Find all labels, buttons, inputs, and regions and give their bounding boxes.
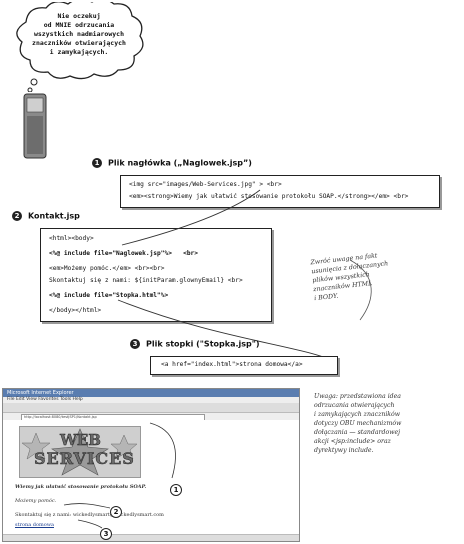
contact-file-heading: 2 Kontakt.jsp (12, 211, 80, 221)
cloud-shape (16, 2, 144, 92)
star-icon (21, 428, 138, 476)
callout-2: 2 (110, 501, 122, 520)
banner-word: WEB (60, 431, 101, 450)
contact-file-title: Kontakt.jsp (28, 211, 80, 221)
page-line: Możemy pomóc. (15, 498, 57, 504)
thought-bubble: Nie oczekuj od MNIE odrzucania wszystkic… (6, 2, 151, 92)
code-line: </body></html> (49, 307, 102, 314)
code-line: <img src="images/Web-Services.jpg" > <br… (129, 181, 282, 188)
browser-titlebar: Microsoft Internet Explorer (3, 389, 299, 397)
thought-line: od MNIE odrzucania (43, 21, 115, 29)
arrow-header-include (121, 189, 261, 246)
thought-line: Nie oczekuj (57, 12, 101, 20)
header-file-heading: 1 Plik nagłówka („Naglowek.jsp”) (92, 158, 252, 168)
note-line: i zamykających znaczników (314, 411, 401, 418)
browser-window: Microsoft Internet Explorer File Edit Vi… (2, 388, 300, 542)
page-line: Skontaktuj się z nami: wickedlysmart@wic… (15, 512, 164, 518)
note-line: odrzucania otwierających (314, 402, 395, 409)
thought-line: i zamykających. (49, 48, 109, 56)
footer-code-box: <a href="index.html">strona domowa</a> (150, 356, 338, 375)
note-line: Uwaga: przedstawiona idea (314, 393, 401, 400)
browser-toolbar (3, 403, 299, 413)
code-line: <a href="index.html">strona domowa</a> (161, 361, 303, 368)
device-illustration (23, 93, 47, 159)
include-mechanism-note: Uwaga: przedstawiona idea odrzucania otw… (314, 392, 454, 455)
callout-3: 3 (100, 523, 112, 542)
code-line: <%@ include file="Stopka.html"%> (49, 292, 169, 299)
thought-line: wszystkich nadmiarowych (33, 30, 124, 38)
note-line: dołączania — standardowej (314, 429, 401, 436)
header-code-box: <img src="images/Web-Services.jpg" > <br… (120, 175, 440, 208)
note-line: akcji <jsp:include> oraz (314, 438, 391, 445)
note-line: dyrektywy include. (314, 447, 374, 454)
footer-file-heading: 3 Plik stopki ("Stopka.jsp") (130, 339, 260, 349)
home-link[interactable]: strona domowa (15, 522, 54, 528)
step-number: 3 (130, 339, 140, 349)
code-line: <html><body> (49, 235, 94, 242)
browser-statusbar (3, 534, 299, 541)
header-file-title: Plik nagłówka („Naglowek.jsp”) (108, 158, 252, 168)
code-line: Skontaktuj się z nami: ${initParam.glown… (49, 277, 243, 284)
code-line: <em>Możemy pomóc.</em> <br><br> (49, 265, 165, 272)
browser-page: WEB SERVICES Wiemy jak ułatwić stosowani… (3, 420, 299, 534)
banner-word: SERVICES (34, 449, 135, 469)
step-number: 2 (12, 211, 22, 221)
arrow-note (349, 259, 372, 321)
callout-1: 1 (170, 479, 182, 498)
note-line: dotyczy OBU mechanizmów (314, 420, 402, 427)
browser-menubar: File Edit View Favorites Tools Help (3, 397, 299, 403)
footer-file-title: Plik stopki ("Stopka.jsp") (146, 339, 260, 349)
page-line: Wiemy jak ułatwić stosowanie protokołu S… (15, 484, 147, 490)
contact-code-box: <html><body> <%@ include file="Naglowek.… (40, 228, 272, 322)
code-line: <em><strong>Wiemy jak ułatwić stosowanie… (129, 193, 409, 200)
thought-text: Nie oczekuj od MNIE odrzucania wszystkic… (30, 12, 128, 57)
step-number: 1 (92, 158, 102, 168)
code-line: <%@ include file="Naglowek.jsp"%> <br> (49, 250, 199, 257)
thought-line: znaczników otwierających (32, 39, 126, 47)
web-services-banner: WEB SERVICES (19, 426, 141, 478)
